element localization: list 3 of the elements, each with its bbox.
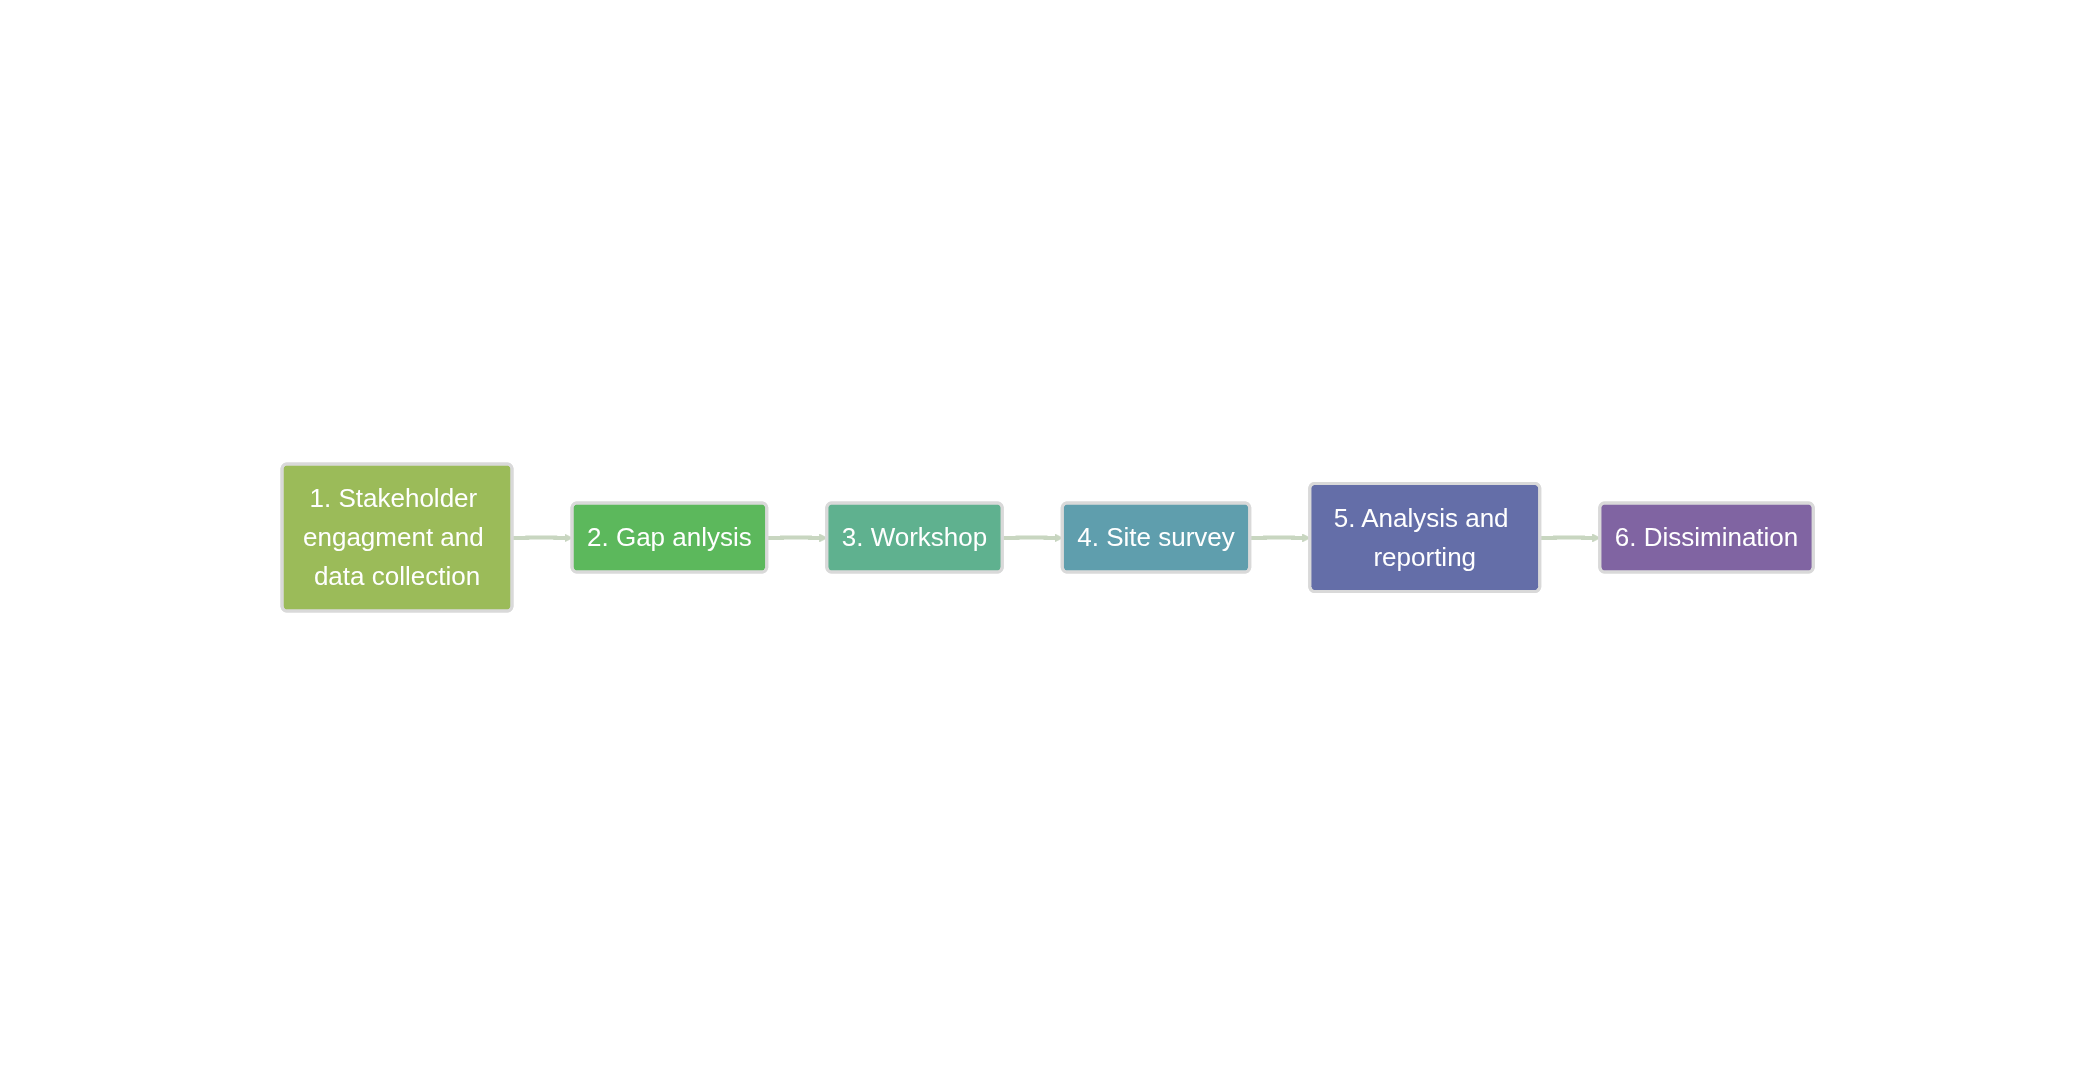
arrow — [1250, 533, 1311, 543]
arrow — [767, 533, 828, 543]
arrow — [1540, 533, 1601, 543]
